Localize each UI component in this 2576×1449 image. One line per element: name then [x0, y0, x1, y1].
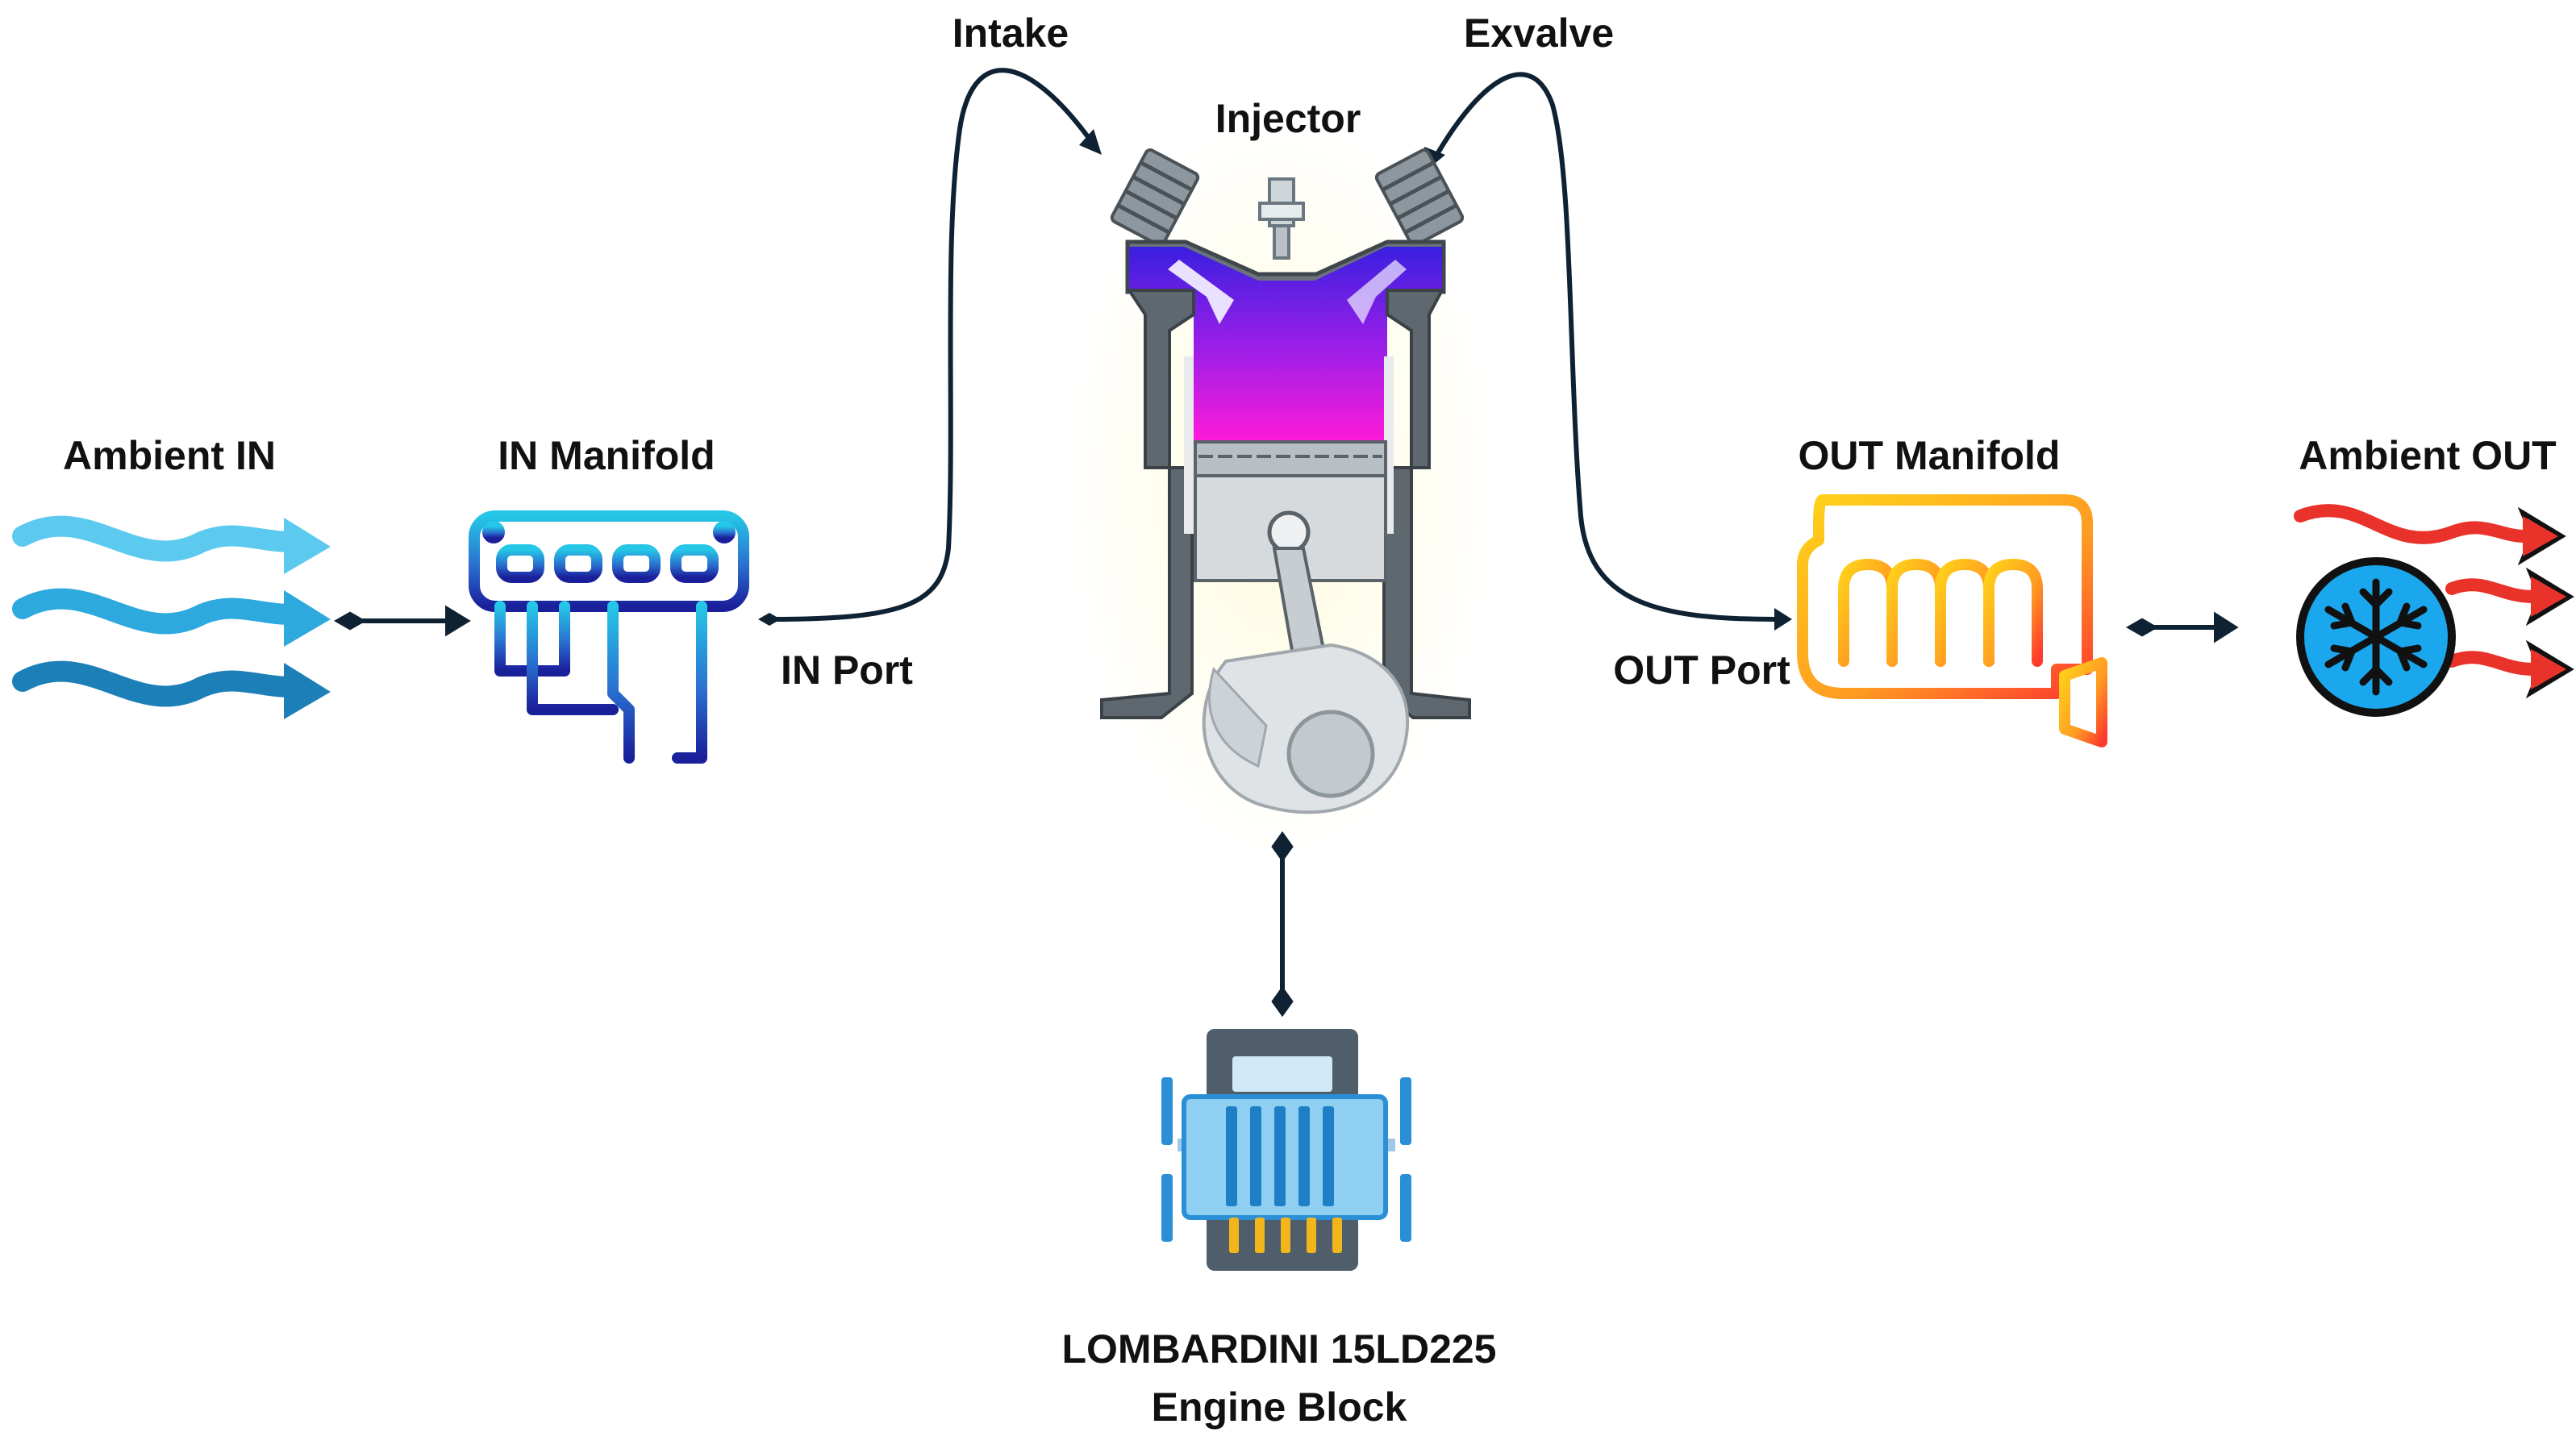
fan-exhaust-icon [2294, 504, 2574, 717]
intake-manifold-icon [469, 510, 749, 764]
engine-block-label-line2: Engine Block [1152, 1384, 1407, 1430]
in-manifold-label: IN Manifold [498, 433, 715, 478]
ambient-in-label: Ambient IN [63, 433, 276, 478]
intake-valve-spring-icon [1110, 148, 1200, 247]
snowflake-icon [2324, 578, 2428, 696]
engine-block-label-line1: LOMBARDINI 15LD225 [1062, 1326, 1497, 1372]
out-port-label: OUT Port [1613, 647, 1790, 693]
connector-in-port-to-intake [758, 68, 1102, 626]
engine-block-group: LOMBARDINI 15LD225 Engine Block [1062, 1029, 1497, 1430]
ambient-in-group: Ambient IN [12, 433, 331, 719]
connector-ambient-in-manifold [333, 605, 471, 637]
out-manifold-label: OUT Manifold [1799, 433, 2061, 478]
wind-flow-icon [12, 515, 331, 719]
injector-icon [1258, 177, 1305, 260]
ambient-out-label: Ambient OUT [2299, 433, 2556, 478]
in-manifold-group: IN Manifold [469, 433, 749, 764]
connector-cylinder-engine-block [1271, 831, 1294, 1018]
engine-block-icon [1161, 1029, 1411, 1271]
in-port-label: IN Port [781, 647, 913, 693]
injector-label: Injector [1215, 96, 1361, 141]
ambient-out-group: Ambient OUT [2294, 433, 2574, 717]
connector-out-manifold-ambient-out [2125, 611, 2239, 643]
intake-label: Intake [952, 10, 1069, 56]
exhaust-manifold-icon [1797, 494, 2107, 747]
exvalve-label: Exvalve [1464, 10, 1614, 56]
exhaust-valve-spring-icon [1374, 148, 1465, 247]
engine-cylinder-icon: Injector [1063, 96, 1498, 855]
out-manifold-group: OUT Manifold [1797, 433, 2107, 747]
